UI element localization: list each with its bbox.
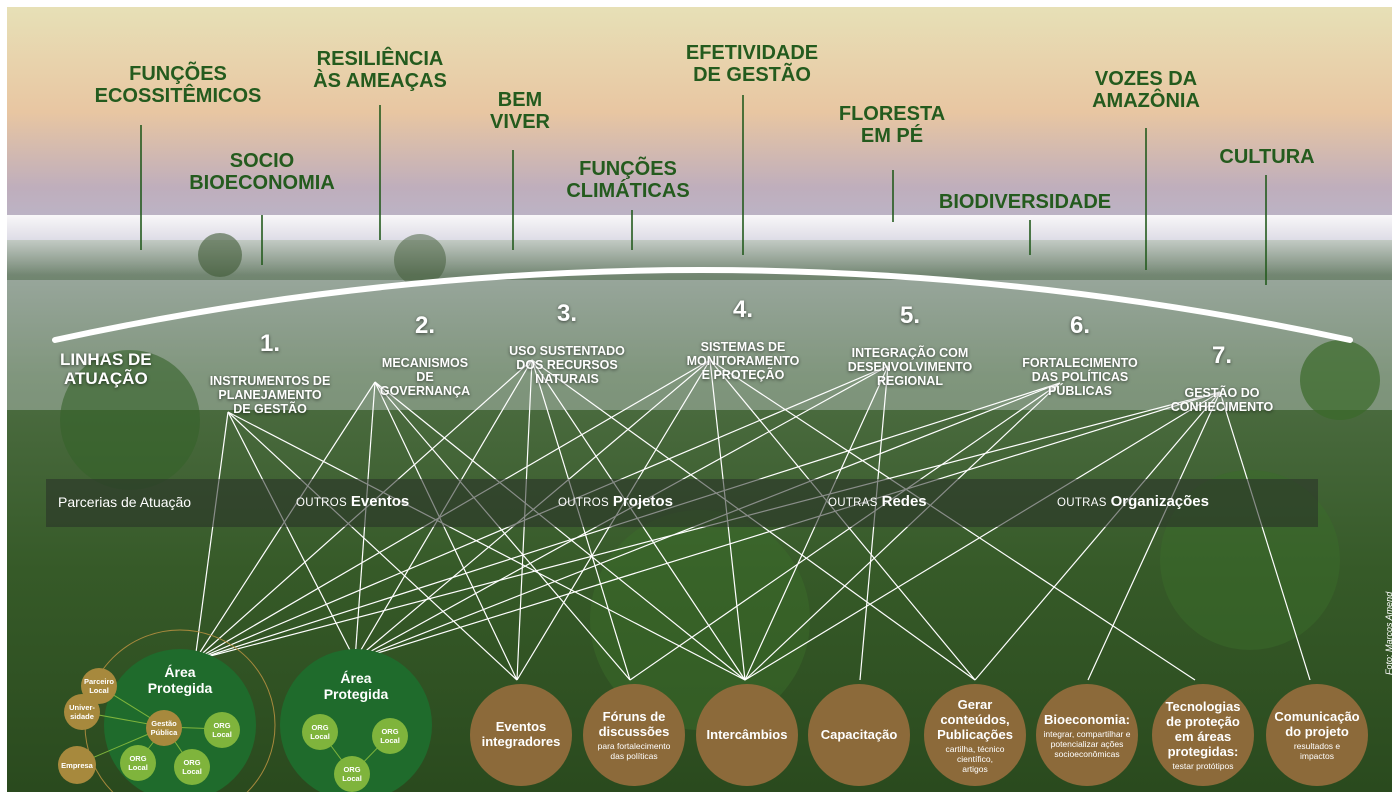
node-org-local: ORG Local xyxy=(174,749,210,785)
action-title: Fóruns de discussões xyxy=(598,709,670,739)
line-number: 2. xyxy=(414,312,436,339)
node-org-local: ORG Local xyxy=(302,714,338,750)
action-sub: testar protótipos xyxy=(1172,761,1234,771)
area-protegida-2-title: Área Protegida xyxy=(323,670,389,702)
action-publicacoes: Gerar conteúdos, Publicações cartilha, t… xyxy=(924,684,1026,786)
area-protegida-1-title: Área Protegida xyxy=(147,664,213,696)
topic-vozes: VOZES DA AMAZÔNIA xyxy=(1092,68,1200,112)
action-eventos-integradores: Eventos integradores xyxy=(470,684,572,786)
parceria-main: Redes xyxy=(881,493,927,510)
action-title: Bioeconomia: xyxy=(1044,711,1130,727)
line-2: 2. MECANISMOS DE GOVERNANÇA xyxy=(380,296,470,416)
parcerias-title: Parcerias de Atuação xyxy=(58,494,192,510)
connection-line xyxy=(374,381,631,681)
topic-floresta: FLORESTA EM PÉ xyxy=(838,103,946,147)
line-number: 3. xyxy=(556,300,577,327)
action-title: Capacitação xyxy=(820,726,898,742)
parceria-prefix: OUTRAS xyxy=(828,497,878,509)
action-tecnologias: Tecnologias de proteção em áreas protegi… xyxy=(1152,684,1254,786)
line-text: GESTÃO DO CONHECIMENTO xyxy=(1170,386,1274,414)
connection-line xyxy=(374,381,518,681)
connection-line xyxy=(227,411,356,661)
line-5: 5. INTEGRAÇÃO COM DESENVOLVIMENTO REGION… xyxy=(848,286,973,406)
topic-resiliencia: RESILIÊNCIA ÀS AMEAÇAS xyxy=(313,48,447,92)
parceria-redes: OUTRAS Redes xyxy=(828,493,927,510)
line-text: USO SUSTENTADO DOS RECURSOS NATURAIS xyxy=(509,344,625,386)
node-org-local: ORG Local xyxy=(334,756,370,792)
line-number: 4. xyxy=(732,296,754,323)
action-bioeconomia: Bioeconomia: integrar, compartilhar e po… xyxy=(1036,684,1138,786)
action-title: Intercâmbios xyxy=(706,726,788,742)
action-title: Comunicação do projeto xyxy=(1274,709,1360,739)
connection-line xyxy=(1219,391,1311,681)
action-comunicacao: Comunicação do projeto resultados e impa… xyxy=(1266,684,1368,786)
connection-line xyxy=(1087,391,1221,681)
action-title: Gerar conteúdos, Publicações xyxy=(937,696,1013,742)
action-title: Eventos integradores xyxy=(481,719,561,749)
topic-cultura: CULTURA xyxy=(1219,146,1315,168)
line-text: MECANISMOS DE GOVERNANÇA xyxy=(379,356,471,398)
parcerias-bar xyxy=(46,479,1318,527)
line-text: INSTRUMENTOS DE PLANEJAMENTO DE GESTÃO xyxy=(209,374,331,416)
topic-biodiversidade: BIODIVERSIDADE xyxy=(938,191,1112,213)
connection-line xyxy=(194,411,229,661)
line-text: INTEGRAÇÃO COM DESENVOLVIMENTO REGIONAL xyxy=(847,346,973,388)
action-sub: integrar, compartilhar e potencializar a… xyxy=(1043,728,1131,759)
node-org-local: ORG Local xyxy=(120,745,156,781)
action-title: Tecnologias de proteção em áreas protegi… xyxy=(1165,699,1241,759)
parceria-eventos: OUTROS Eventos xyxy=(296,493,409,510)
parceria-main: Organizações xyxy=(1110,493,1209,510)
topic-funcoes-climaticas: FUNÇÕES CLIMÁTICAS xyxy=(566,158,690,202)
linhas-de-atuacao-label: LINHAS DE ATUAÇÃO xyxy=(60,350,152,388)
action-sub: cartilha, técnico científico, artigos xyxy=(945,743,1005,774)
arc-line xyxy=(52,267,1353,343)
connection-line xyxy=(227,411,746,681)
node-empresa: Empresa xyxy=(58,746,96,784)
connection-line xyxy=(629,382,1061,681)
parceria-main: Projetos xyxy=(612,493,673,510)
node-universidade: Univer- sidade xyxy=(64,694,100,730)
line-number: 6. xyxy=(1069,312,1091,339)
topic-funcoes-ecossistemicos: FUNÇÕES ECOSSITÊMICOS xyxy=(94,63,262,107)
connection-line xyxy=(227,411,518,681)
line-number: 7. xyxy=(1211,342,1232,369)
action-sub: para fortalecimento das políticas xyxy=(597,741,671,761)
line-number: 1. xyxy=(259,330,280,357)
line-text: FORTALECIMENTO DAS POLÍTICAS PÚBLICAS xyxy=(1022,356,1138,398)
parceria-prefix: OUTROS xyxy=(558,497,609,509)
line-6: 6. FORTALECIMENTO DAS POLÍTICAS PÚBLICAS xyxy=(1022,296,1138,416)
action-foruns: Fóruns de discussões para fortalecimento… xyxy=(583,684,685,786)
line-1: 1. INSTRUMENTOS DE PLANEJAMENTO DE GESTÃ… xyxy=(210,314,331,434)
parceria-prefix: OUTRAS xyxy=(1057,497,1107,509)
connection-line xyxy=(744,382,1061,681)
action-capacitacao: Capacitação xyxy=(808,684,910,786)
action-intercambios: Intercâmbios xyxy=(696,684,798,786)
node-org-local: ORG Local xyxy=(372,718,408,754)
connection-line xyxy=(744,391,1221,681)
line-number: 5. xyxy=(899,302,920,329)
line-4: 4. SISTEMAS DE MONITORAMENTO E PROTEÇÃO xyxy=(687,280,800,400)
parceria-projetos: OUTROS Projetos xyxy=(558,493,673,510)
topic-bem-viver: BEM VIVER xyxy=(489,89,551,133)
topic-connectors xyxy=(140,95,1267,285)
area-protegida-2-circle xyxy=(280,649,432,792)
line-7: 7. GESTÃO DO CONHECIMENTO xyxy=(1171,326,1274,432)
topic-efetividade: EFETIVIDADE DE GESTÃO xyxy=(685,42,819,86)
connection-line xyxy=(974,391,1221,681)
node-org-local: ORG Local xyxy=(204,712,240,748)
topic-socio-bioeconomia: SOCIO BIOECONOMIA xyxy=(189,150,335,194)
parceria-main: Eventos xyxy=(350,493,410,510)
line-3: 3. USO SUSTENTADO DOS RECURSOS NATURAIS xyxy=(509,284,625,404)
node-gestao-publica: Gestão Pública xyxy=(146,710,182,746)
line-text: SISTEMAS DE MONITORAMENTO E PROTEÇÃO xyxy=(686,340,800,382)
action-sub: resultados e impactos xyxy=(1293,741,1341,761)
parceria-organizacoes: OUTRAS Organizações xyxy=(1057,493,1209,510)
parceria-prefix: OUTROS xyxy=(296,497,347,509)
photo-credit: Foto: Marcos Amend xyxy=(1384,591,1394,675)
connection-line xyxy=(374,381,746,681)
